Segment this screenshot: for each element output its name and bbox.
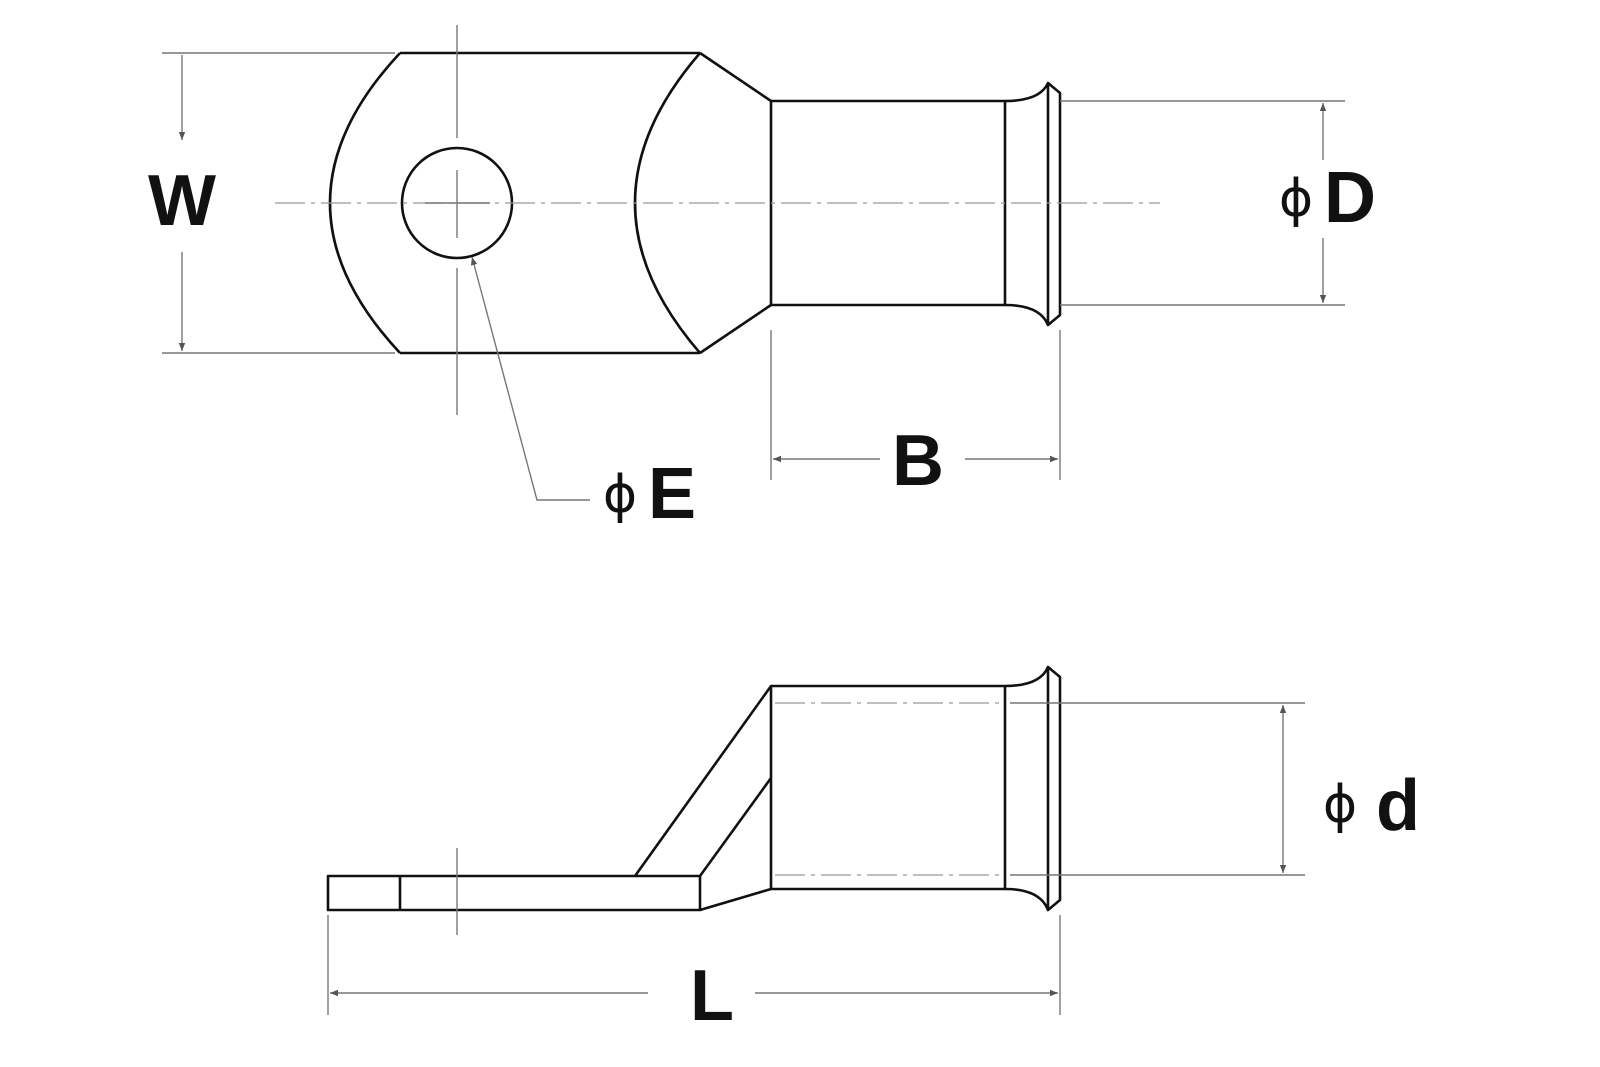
flare-side <box>1004 665 1062 912</box>
side-view: ϕ d L <box>326 665 1420 1036</box>
d-extension-lines <box>1060 100 1345 306</box>
e-leader <box>470 256 590 501</box>
barrel-side <box>769 684 1007 891</box>
w-extension-lines <box>162 52 395 354</box>
phi-symbol: ϕ <box>1323 775 1357 835</box>
taper <box>699 51 772 355</box>
phi-symbol: ϕ <box>1279 169 1313 229</box>
l-extension-lines <box>327 915 1061 1015</box>
w-label: W <box>148 161 216 241</box>
hole-diameter-label: E <box>648 454 696 534</box>
top-view: W ϕ D B ϕ E <box>148 25 1376 534</box>
bore-diameter-label: d <box>1376 766 1420 846</box>
centerline-vertical <box>425 25 490 415</box>
neck <box>633 685 773 912</box>
palm-plate <box>326 874 702 912</box>
bore-extension-lines <box>1010 702 1305 876</box>
length-label: L <box>690 956 734 1036</box>
b-extension-lines <box>770 330 1061 480</box>
bore-lines <box>775 702 1005 876</box>
b-label: B <box>892 421 944 501</box>
outer-diameter-label: D <box>1324 158 1376 238</box>
phi-symbol: ϕ <box>603 465 637 525</box>
flare <box>1004 81 1062 327</box>
